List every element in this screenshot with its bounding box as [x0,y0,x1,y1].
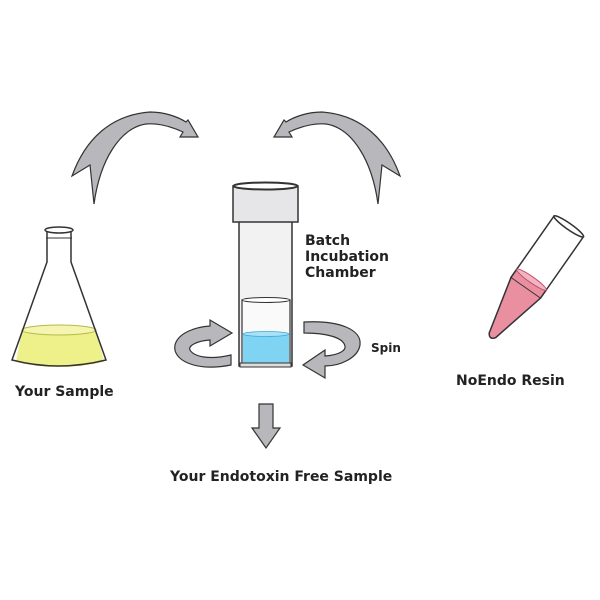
label-chamber-line3: Chamber [305,265,376,281]
curved-arrow-left [70,111,200,205]
batch-incubation-chamber [232,181,299,368]
sample-flask [11,226,107,367]
label-chamber-line1: Batch [305,233,351,249]
label-chamber-line2: Incubation [305,249,389,265]
curved-arrow-right [272,111,402,205]
chamber-liquid [243,334,289,363]
label-result: Your Endotoxin Free Sample [170,469,393,485]
resin-tube [488,215,585,340]
label-chamber: Batch Incubation Chamber [305,233,389,281]
label-your-sample: Your Sample [15,384,114,400]
label-spin: Spin [371,341,401,355]
down-arrow [250,403,282,450]
spin-arrows [174,318,361,380]
resin-liquid [488,268,548,340]
sample-liquid [16,330,104,367]
label-noendo-resin: NoEndo Resin [456,373,565,389]
